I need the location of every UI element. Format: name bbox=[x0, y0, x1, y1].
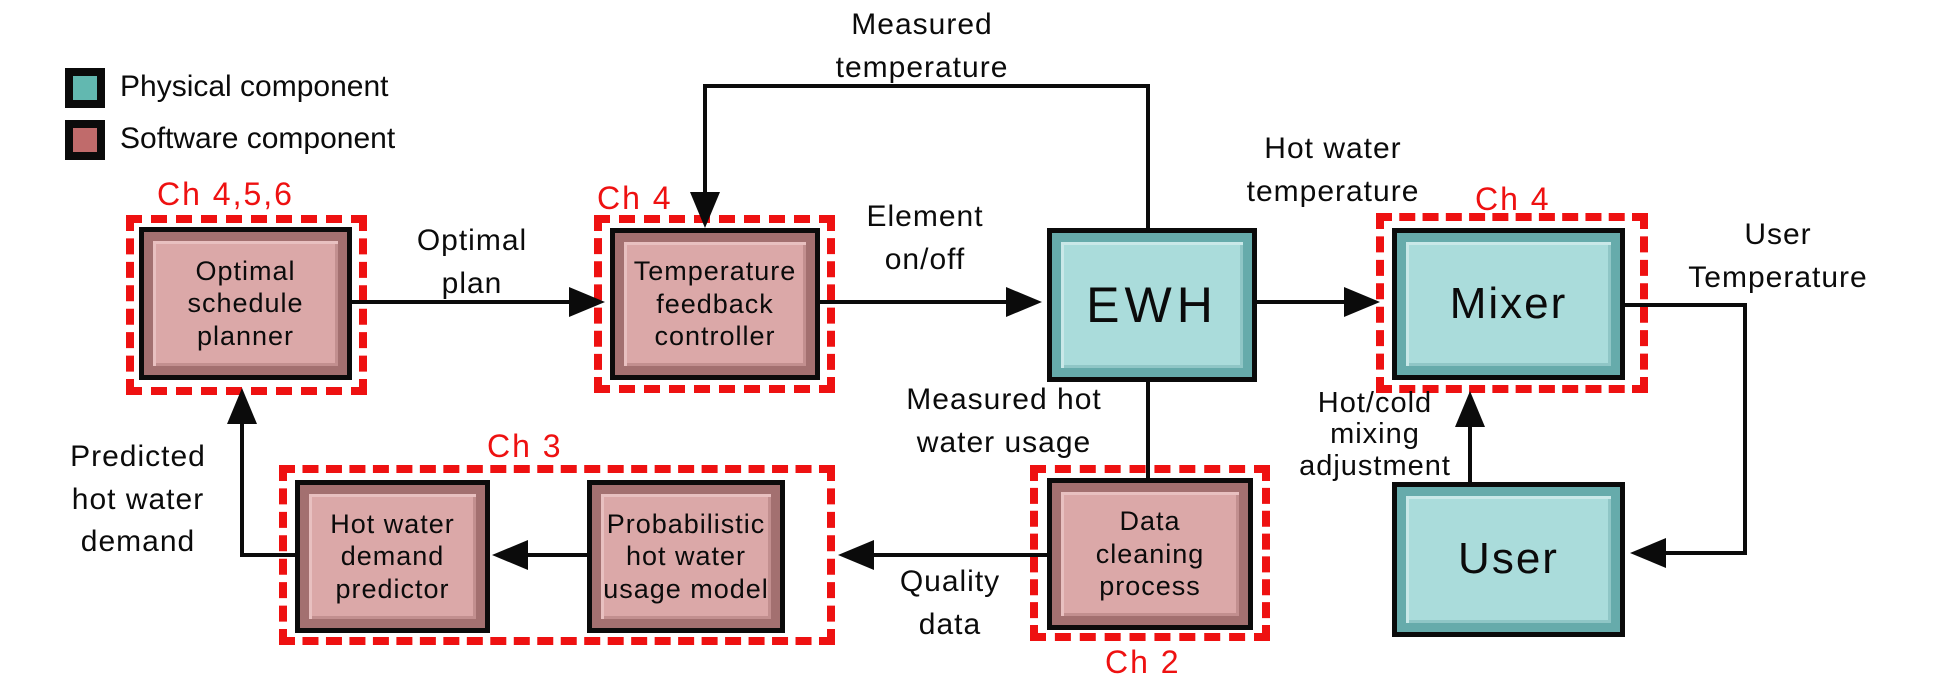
flow-quality-data-arrowhead bbox=[838, 540, 874, 570]
flow-measured-temperature-line-right bbox=[1146, 86, 1150, 228]
legend-physical-swatch bbox=[65, 68, 105, 108]
box-hot-water-demand-predictor-label: Hot water demand predictor bbox=[330, 508, 455, 604]
chapter-label-controller: Ch 4 bbox=[597, 180, 673, 216]
flow-hot-cold-mixing-label: Hot/cold mixing adjustment bbox=[1299, 387, 1451, 482]
chapter-label-planner: Ch 4,5,6 bbox=[157, 176, 294, 212]
flow-predicted-demand-label: Predicted hot water demand bbox=[70, 440, 206, 559]
flow-user-temperature-label: User Temperature bbox=[1688, 218, 1868, 294]
box-data-cleaning-process: Data cleaning process bbox=[1047, 478, 1253, 630]
flow-optimal-plan-line bbox=[352, 300, 572, 304]
flow-measured-temperature-arrowhead bbox=[690, 192, 720, 228]
flow-user-temperature-line-top bbox=[1625, 303, 1747, 307]
flow-hot-cold-mixing-line bbox=[1468, 419, 1472, 482]
box-mixer-label: Mixer bbox=[1449, 278, 1568, 328]
flow-user-temperature-line-bottom bbox=[1666, 551, 1747, 555]
flow-measured-temperature-line-top bbox=[703, 84, 1150, 88]
legend-physical-label: Physical component bbox=[120, 70, 389, 103]
box-temperature-feedback-controller-label: Temperature feedback controller bbox=[633, 256, 797, 352]
flow-predicted-demand-arrowhead bbox=[227, 388, 257, 424]
flow-hot-cold-mixing-arrowhead bbox=[1455, 391, 1485, 427]
flow-optimal-plan-arrowhead bbox=[569, 287, 605, 317]
flow-measured-temperature-line-left bbox=[703, 84, 707, 194]
flow-predicted-demand-line-bottom bbox=[240, 553, 295, 557]
flow-model-to-predictor-arrowhead bbox=[492, 540, 528, 570]
flow-measured-usage-label: Measured hot water usage bbox=[906, 383, 1102, 459]
box-user: User bbox=[1392, 482, 1625, 637]
box-mixer: Mixer bbox=[1392, 228, 1625, 380]
flow-element-onoff-arrowhead bbox=[1006, 287, 1042, 317]
flow-measured-temperature-label: Measured temperature bbox=[835, 8, 1009, 84]
chapter-label-cleaning: Ch 2 bbox=[1105, 644, 1181, 680]
box-hot-water-demand-predictor: Hot water demand predictor bbox=[295, 480, 490, 633]
flow-model-to-predictor-line bbox=[526, 553, 587, 557]
box-optimal-schedule-planner-label: Optimal schedule planner bbox=[187, 255, 304, 351]
flow-predicted-demand-line-up bbox=[240, 420, 244, 557]
box-ewh-label: EWH bbox=[1086, 277, 1218, 333]
box-data-cleaning-process-label: Data cleaning process bbox=[1095, 506, 1205, 602]
flow-hot-water-temperature-line bbox=[1257, 300, 1347, 304]
flow-element-onoff-label: Element on/off bbox=[866, 200, 984, 276]
software-color-icon bbox=[73, 128, 97, 152]
chapter-label-group3: Ch 3 bbox=[487, 428, 563, 464]
box-optimal-schedule-planner: Optimal schedule planner bbox=[139, 227, 352, 380]
flow-element-onoff-line bbox=[820, 300, 1010, 304]
box-temperature-feedback-controller: Temperature feedback controller bbox=[610, 228, 820, 380]
box-user-label: User bbox=[1458, 534, 1559, 584]
legend-software-label: Software component bbox=[120, 122, 396, 155]
box-probabilistic-usage-model-label: Probabilistic hot water usage model bbox=[603, 508, 769, 604]
physical-color-icon bbox=[73, 76, 97, 100]
chapter-label-mixer: Ch 4 bbox=[1475, 181, 1551, 217]
flow-quality-data-line bbox=[870, 553, 1047, 557]
flow-hot-water-temperature-arrowhead bbox=[1344, 287, 1380, 317]
flow-measured-usage-line bbox=[1146, 382, 1150, 478]
flow-user-temperature-line-right bbox=[1743, 303, 1747, 555]
box-probabilistic-usage-model: Probabilistic hot water usage model bbox=[587, 480, 785, 633]
flow-hot-water-temperature-label: Hot water temperature bbox=[1246, 132, 1420, 208]
flow-quality-data-label: Quality data bbox=[899, 565, 1001, 641]
flow-user-temperature-arrowhead bbox=[1630, 538, 1666, 568]
flow-optimal-plan-label: Optimal plan bbox=[416, 224, 528, 300]
legend-software-swatch bbox=[65, 120, 105, 160]
box-ewh: EWH bbox=[1047, 228, 1257, 382]
